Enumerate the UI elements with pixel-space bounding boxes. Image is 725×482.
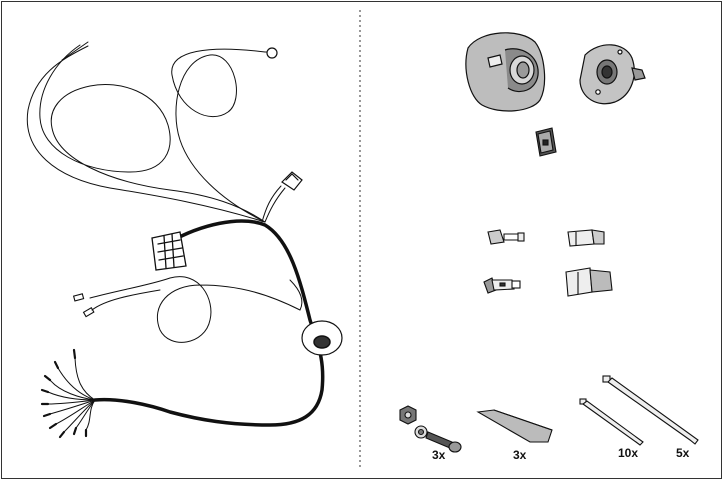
cable-tie-long — [602, 375, 699, 445]
main-cable — [93, 219, 325, 427]
wire-end-sleeves — [40, 348, 88, 439]
nut-and-bolt — [399, 405, 462, 453]
wire-loop-inner — [39, 44, 266, 223]
wiring-harness — [26, 41, 343, 439]
wire-loop-middle — [89, 276, 301, 343]
control-module — [535, 127, 557, 157]
housing-connector-2 — [565, 267, 613, 297]
blade-connector-2 — [483, 277, 521, 294]
bolt-quantity: 3x — [432, 448, 446, 462]
cable-tie-short — [579, 398, 644, 446]
13-pin-plug — [151, 231, 187, 271]
wire-ground — [171, 48, 266, 223]
flat-plug-connector — [281, 171, 303, 191]
seal-quantity: 3x — [513, 448, 527, 462]
socket-mounting-plate — [579, 44, 646, 105]
short-tie-quantity: 10x — [618, 446, 639, 460]
blade-connector-1 — [487, 229, 525, 245]
wire-to-plug — [264, 187, 286, 223]
long-tie-quantity: 5x — [676, 446, 690, 460]
spade-connectors-left — [72, 293, 95, 318]
ring-terminal — [266, 47, 278, 59]
rubber-seal — [476, 409, 553, 443]
13-pin-socket — [465, 32, 546, 112]
cable-grommet — [301, 320, 343, 356]
loose-wire-ends — [47, 357, 96, 433]
wire-tail-top — [61, 41, 89, 61]
wire-loop-large — [26, 45, 266, 223]
housing-connector-1 — [567, 229, 605, 247]
